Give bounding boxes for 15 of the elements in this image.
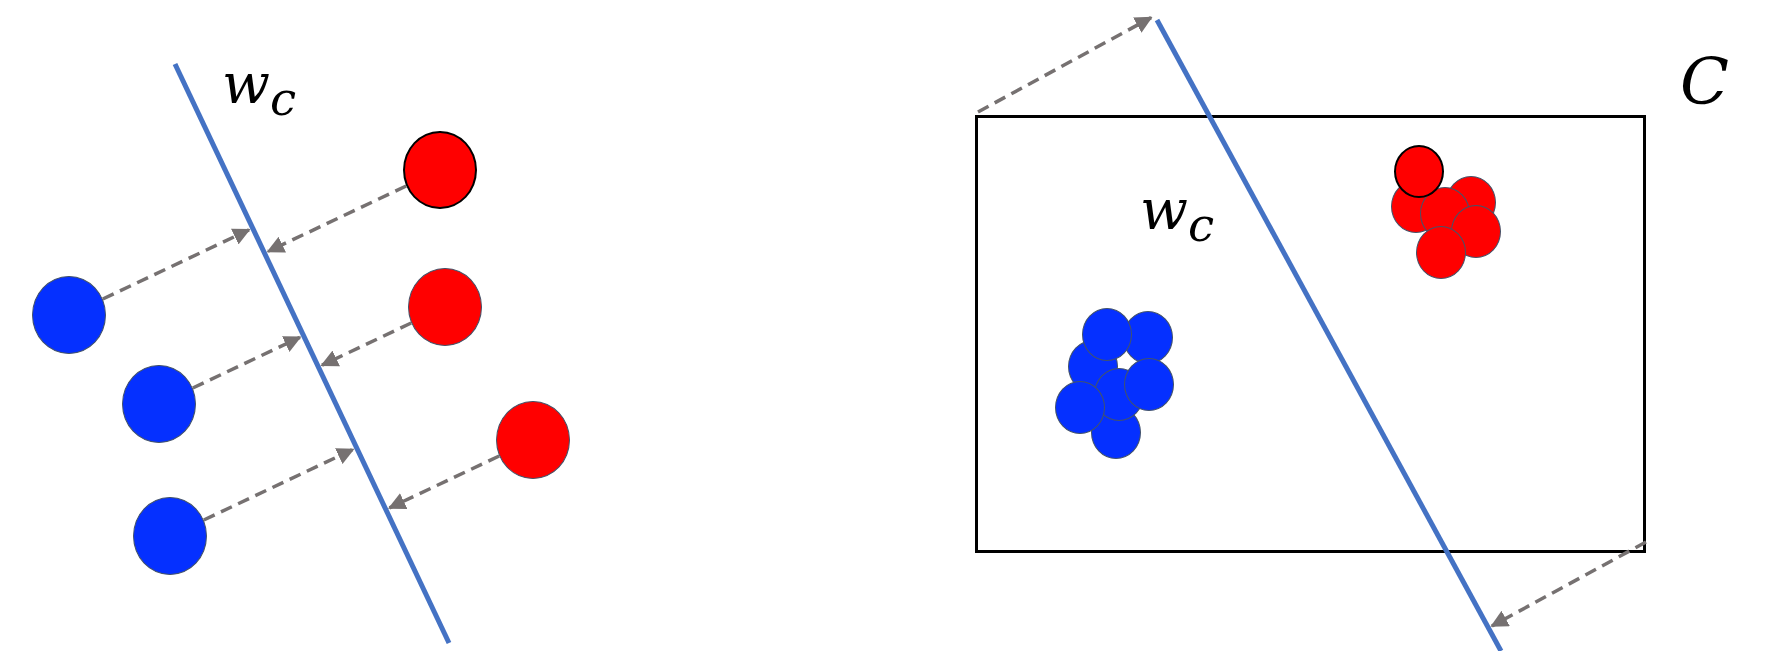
projection-arrow [192,335,302,390]
boundary-line [171,60,453,647]
math-label: w$_{c}$ [222,56,297,123]
math-label: C [1680,50,1729,114]
projection-arrow [203,447,355,522]
data-point [1394,144,1444,198]
projection-arrow [102,228,251,301]
projection-arrow [977,16,1153,114]
region-box [975,115,1646,553]
projection-arrow [1490,540,1647,628]
projection-arrow [387,454,500,510]
projection-arrow [320,321,412,367]
projection-arrow [266,184,407,253]
math-label: w$_{c}$ [1140,182,1215,249]
data-point [1416,225,1466,279]
